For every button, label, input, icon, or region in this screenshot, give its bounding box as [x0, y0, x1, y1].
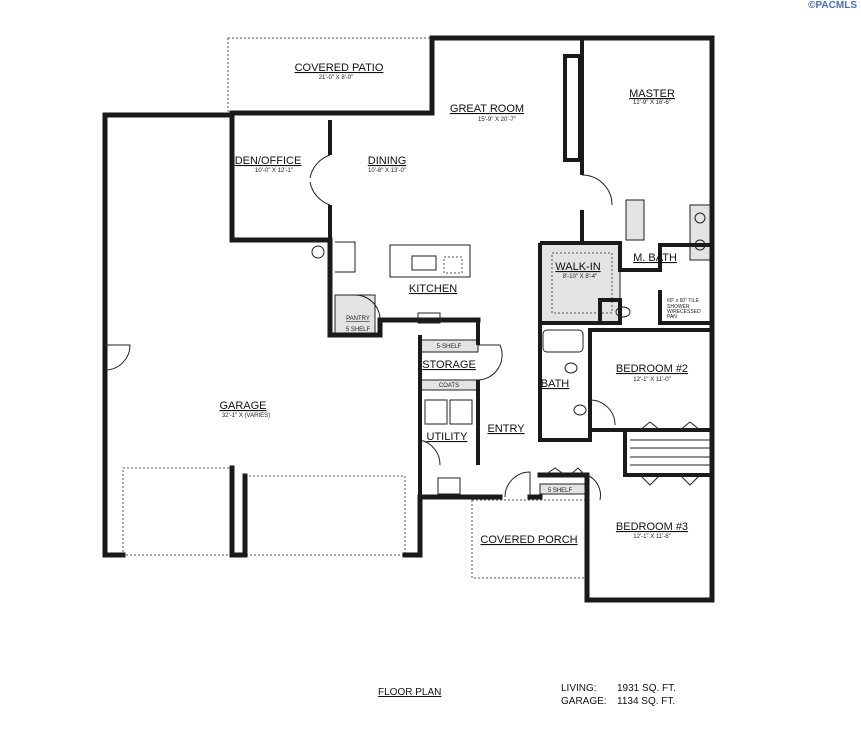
storage-label: STORAGE [422, 359, 476, 371]
walk-in-label: WALK-IN [555, 261, 600, 273]
svg-text:10'-8" X 13'-0": 10'-8" X 13'-0" [368, 168, 406, 174]
utility-sink-icon [437, 477, 461, 495]
sink-icon [694, 239, 706, 251]
svg-text:10'-0" X 12'-1": 10'-0" X 12'-1" [255, 168, 293, 174]
svg-text:SHOWER: SHOWER [667, 304, 690, 310]
watermark: ©PACMLS [808, 0, 857, 11]
svg-text:60" x 60" TILE: 60" x 60" TILE [667, 298, 699, 304]
svg-text:21'-0" X 8'-0": 21'-0" X 8'-0" [319, 75, 354, 81]
kitchen-label: KITCHEN [409, 283, 457, 295]
dryer-icon [449, 399, 473, 425]
garage-door-2 [244, 475, 406, 556]
washer-icon [424, 399, 448, 425]
toilet-icon [573, 404, 587, 416]
m-bath-label: M. BATH [633, 252, 677, 264]
svg-text:LIVING:: LIVING: [561, 683, 597, 694]
garage-sqft: 1134 SQ. FT. [617, 696, 675, 707]
svg-text:COATS: COATS [439, 383, 459, 389]
master-label: MASTER [629, 88, 675, 100]
dining-label: DINING [368, 155, 407, 167]
pantry-label: PANTRY [346, 316, 370, 322]
svg-text:15'-9" X 20'-7": 15'-9" X 20'-7" [478, 117, 516, 123]
covered-porch-label: COVERED PORCH [480, 534, 577, 546]
svg-text:W/RECESSED: W/RECESSED [667, 309, 701, 315]
entry-label: ENTRY [487, 423, 525, 435]
toilet-icon [615, 306, 631, 318]
living-sqft: 1931 SQ. FT. [617, 683, 676, 694]
garage-label: GARAGE [219, 400, 266, 412]
sink-icon [564, 362, 578, 374]
svg-text:GARAGE:: GARAGE: [561, 696, 607, 707]
great-room-label: GREAT ROOM [450, 103, 524, 115]
bedroom2-label: BEDROOM #2 [616, 363, 688, 375]
svg-text:5 SHELF: 5 SHELF [346, 327, 371, 333]
svg-text:12'-1" X 11'-0": 12'-1" X 11'-0" [633, 377, 670, 383]
utility-label: UTILITY [427, 431, 469, 443]
svg-text:5 SHELF: 5 SHELF [548, 488, 573, 494]
covered-patio-label: COVERED PATIO [295, 62, 384, 74]
svg-text:12'-1" X 11'-8": 12'-1" X 11'-8" [633, 534, 670, 540]
svg-text:PAN: PAN [667, 314, 677, 320]
garage-door-1 [122, 467, 233, 556]
water-heater-icon [311, 245, 325, 259]
den-office-label: DEN/OFFICE [235, 155, 302, 167]
sink-icon [411, 255, 437, 271]
bath-label: BATH [541, 378, 570, 390]
floor-plan-title: FLOOR PLAN [378, 687, 441, 698]
range-icon [417, 312, 441, 324]
svg-text:32'-1" X (VARIES): 32'-1" X (VARIES) [222, 413, 270, 419]
sink-icon [694, 212, 706, 224]
kitchen-island [389, 244, 471, 278]
bedroom3-label: BEDROOM #3 [616, 521, 688, 533]
bathtub-icon [542, 329, 584, 353]
svg-text:12'-9" X 16'-6": 12'-9" X 16'-6" [633, 100, 671, 106]
svg-text:5-SHELF: 5-SHELF [437, 344, 462, 350]
svg-text:8'-10" X 8'-4": 8'-10" X 8'-4" [563, 274, 598, 280]
